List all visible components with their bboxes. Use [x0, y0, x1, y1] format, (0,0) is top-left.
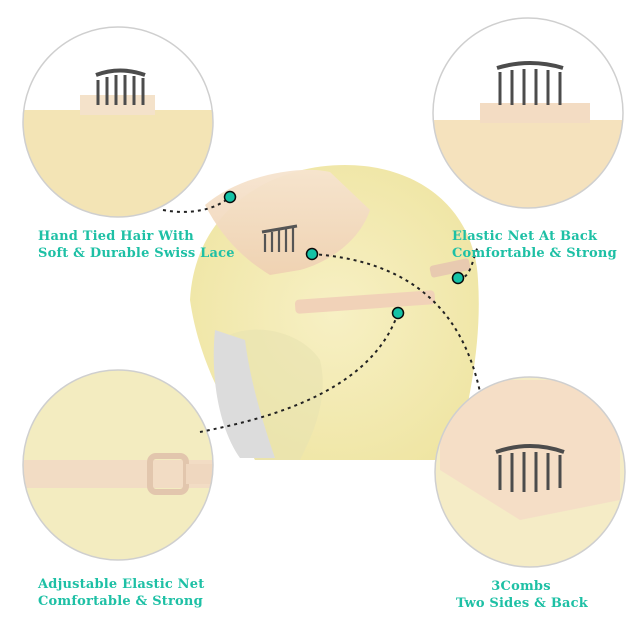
markers	[223, 190, 465, 320]
caption-line: Two Sides & Back	[456, 596, 588, 611]
detail-circle-elastic-net-back	[432, 17, 624, 209]
caption-line: 3Combs	[491, 579, 551, 594]
caption-line: Comfortable & Strong	[452, 246, 617, 261]
caption-adjustable-elastic: Adjustable Elastic Net Comfortable & Str…	[38, 576, 204, 610]
wig-head	[190, 165, 479, 460]
caption-elastic-net-back: Elastic Net At Back Comfortable & Strong	[452, 228, 617, 262]
elastic-band	[294, 290, 436, 314]
caption-swiss-lace: Hand Tied Hair With Soft & Durable Swiss…	[38, 228, 235, 262]
caption-line: Hand Tied Hair With	[38, 229, 194, 244]
caption-line: Comfortable & Strong	[38, 594, 203, 609]
caption-three-combs: 3Combs Two Sides & Back	[456, 578, 588, 612]
caption-line: Adjustable Elastic Net	[38, 577, 205, 592]
comb-icon	[95, 68, 146, 105]
comb-icon	[495, 444, 565, 492]
comb-icon	[496, 61, 564, 105]
marker-dot	[391, 306, 405, 320]
detail-circle-three-combs	[434, 376, 626, 568]
caption-line: Elastic Net At Back	[452, 229, 598, 244]
connector-bottom-right	[311, 253, 481, 393]
marker-dot	[451, 271, 465, 285]
comb-icon	[261, 224, 298, 252]
caption-line: Soft & Durable Swiss Lace	[38, 246, 235, 261]
lace-closure-front	[205, 169, 370, 275]
marker-dot	[223, 190, 237, 204]
marker-dot	[305, 247, 319, 261]
detail-circle-adjustable-elastic	[22, 369, 214, 561]
detail-circle-swiss-lace	[22, 26, 214, 218]
elastic-strap-back	[429, 258, 471, 278]
